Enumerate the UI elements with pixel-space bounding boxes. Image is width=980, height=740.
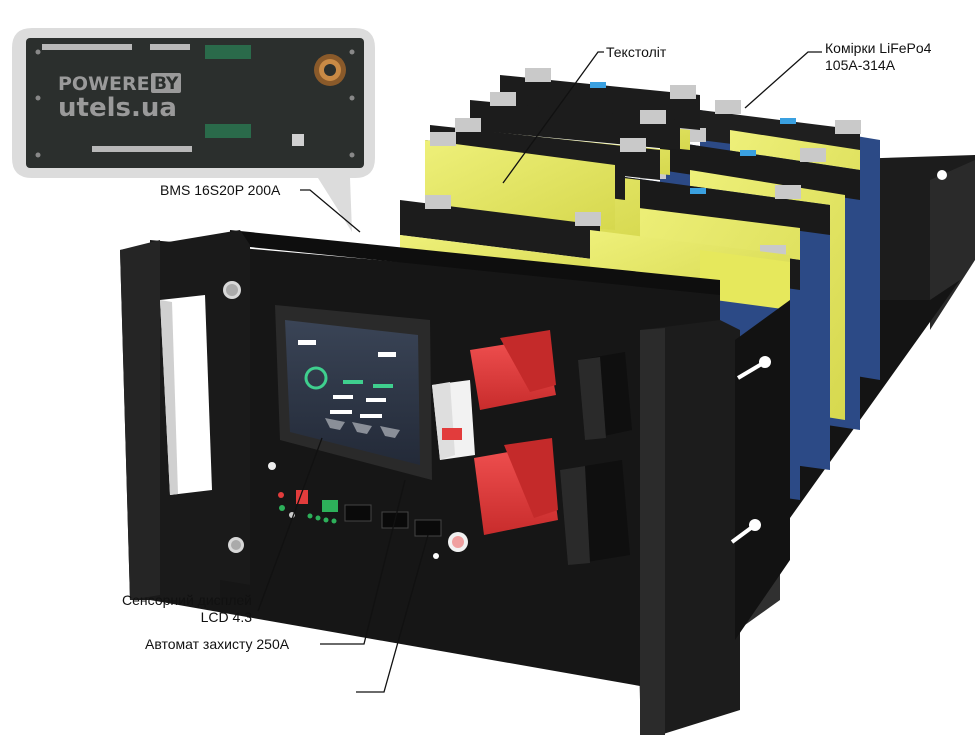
leader-ports (356, 534, 429, 693)
brand-by: BY (154, 74, 179, 94)
label-display-line2: LCD 4.3 (200, 609, 252, 625)
label-display-line1: Сенсорний дисплей (122, 592, 252, 608)
brand-site: utels.ua (58, 93, 177, 123)
leader-display (257, 437, 323, 612)
leader-breaker (320, 479, 406, 645)
label-cells: Комірки LiFePo4 105A-314A (825, 40, 931, 74)
leader-cells (744, 51, 822, 109)
bms-callout: POWERED BY utels.ua (12, 28, 375, 232)
label-display: Сенсорний дисплей LCD 4.3 (40, 592, 252, 626)
label-cells-line2: 105A-314A (825, 57, 896, 73)
power-terminals (470, 330, 632, 565)
leader-lines (257, 51, 822, 693)
label-cells-line1: Комірки LiFePo4 (825, 40, 932, 56)
leader-bms (300, 189, 361, 233)
leader-textolite (502, 51, 604, 184)
lcd-display (275, 305, 432, 480)
brand-powered: POWERED (58, 73, 165, 95)
front-panel (120, 170, 947, 735)
cell-block-left-front (425, 132, 625, 230)
circuit-breaker (432, 380, 475, 460)
label-breaker: Автомат захисту 250A (145, 636, 290, 652)
label-textolite: Текстоліт (606, 44, 667, 60)
label-bms: BMS 16S20P 200A (160, 182, 281, 198)
